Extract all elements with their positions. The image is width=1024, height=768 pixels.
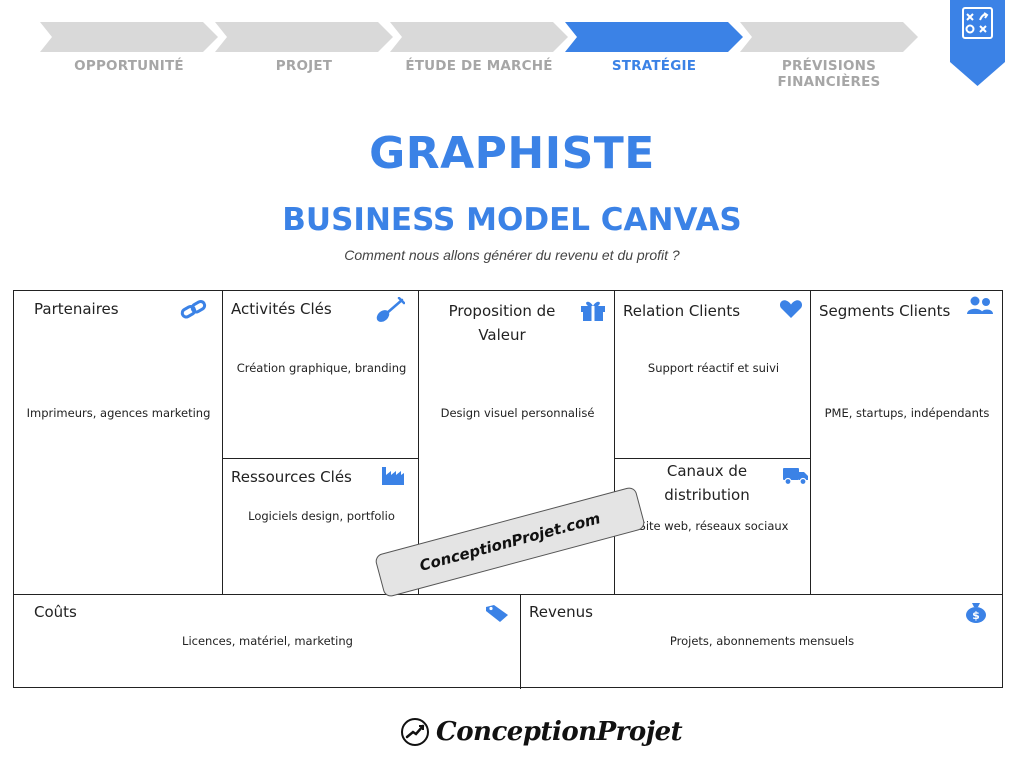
cell-text: Logiciels design, portfolio xyxy=(248,509,395,523)
tag-icon xyxy=(486,605,508,622)
cell-title-line1: Canaux de xyxy=(666,462,748,480)
cell-text: Support réactif et suivi xyxy=(647,361,780,375)
step-etude-de-marche[interactable]: ÉTUDE DE MARCHÉ xyxy=(390,22,568,82)
gift-icon xyxy=(581,301,605,321)
step-arrow-shape xyxy=(390,22,568,52)
step-label: PROJET xyxy=(275,58,333,74)
link-icon xyxy=(180,300,207,319)
step-previsions-financieres[interactable]: PRÉVISIONS FINANCIÈRES xyxy=(740,22,918,90)
cell-title: Partenaires xyxy=(34,300,119,318)
truck-icon xyxy=(783,468,808,485)
progress-steps: OPPORTUNITÉ PROJET ÉTUDE DE MARCHÉ STRAT… xyxy=(40,22,940,90)
page-tagline: Comment nous allons générer du revenu et… xyxy=(344,247,680,263)
cell-text: Création graphique, branding xyxy=(236,361,407,375)
cell-text: Site web, réseaux sociaux xyxy=(638,519,789,533)
step-label: ÉTUDE DE MARCHÉ xyxy=(405,58,553,74)
cell-activites-cles: Activités Clés Création graphique, brand… xyxy=(222,291,419,459)
cell-text: Imprimeurs, agences marketing xyxy=(26,406,211,420)
cell-partenaires: Partenaires Imprimeurs, agences marketin… xyxy=(14,291,223,595)
step-arrow-shape xyxy=(565,22,743,52)
step-strategie[interactable]: STRATÉGIE xyxy=(565,22,743,82)
cell-revenus: Revenus $ Projets, abonnements mensuels xyxy=(520,594,1002,689)
step-opportunite[interactable]: OPPORTUNITÉ xyxy=(40,22,218,82)
cell-title: Activités Clés xyxy=(231,300,332,318)
cell-segments-clients: Segments Clients PME, startups, indépend… xyxy=(810,291,1002,595)
business-model-canvas: Partenaires Imprimeurs, agences marketin… xyxy=(13,290,1003,689)
cell-relation-clients: Relation Clients Support réactif et suiv… xyxy=(614,291,811,459)
cell-couts: Coûts Licences, matériel, marketing xyxy=(14,594,521,689)
logo-text: ConceptionProjet xyxy=(436,717,683,747)
step-label: OPPORTUNITÉ xyxy=(74,58,184,74)
cell-title: Relation Clients xyxy=(623,302,741,320)
cell-proposition-de-valeur: Proposition de Valeur Design visuel pers… xyxy=(418,291,615,595)
step-projet[interactable]: PROJET xyxy=(215,22,393,82)
step-label: PRÉVISIONS FINANCIÈRES xyxy=(777,58,881,90)
cell-text: PME, startups, indépendants xyxy=(824,406,990,420)
cell-title: Coûts xyxy=(34,603,77,621)
users-icon xyxy=(967,296,993,314)
page-subtitle: BUSINESS MODEL CANVAS xyxy=(282,202,742,238)
cell-title: Proposition de Valeur xyxy=(419,299,585,347)
cell-canaux-de-distribution: Canaux de distribution Site web, réseaux… xyxy=(614,458,811,595)
step-arrow-shape xyxy=(740,22,918,52)
step-arrow-shape xyxy=(40,22,218,52)
svg-text:$: $ xyxy=(972,609,980,622)
cell-title: Revenus xyxy=(529,603,593,621)
heart-icon xyxy=(779,300,803,318)
cell-title: Ressources Clés xyxy=(231,468,352,486)
cell-text: Licences, matériel, marketing xyxy=(182,634,353,648)
cell-title: Canaux de distribution xyxy=(615,459,799,507)
strategy-badge xyxy=(950,0,1005,86)
shovel-icon xyxy=(376,297,405,322)
logo-icon xyxy=(401,718,429,746)
step-arrow-shape xyxy=(215,22,393,52)
cell-text: Projets, abonnements mensuels xyxy=(669,634,855,648)
factory-icon xyxy=(382,467,404,485)
step-label: STRATÉGIE xyxy=(611,58,697,74)
cell-title: Segments Clients xyxy=(819,302,951,320)
cell-title-line2: distribution xyxy=(664,486,750,504)
strategy-board-icon xyxy=(962,7,993,39)
cell-title-line1: Proposition de xyxy=(448,302,556,320)
footer-logo: ConceptionProjet xyxy=(400,712,683,752)
page-title: GRAPHISTE xyxy=(369,128,655,179)
money-bag-icon: $ xyxy=(966,603,986,623)
cell-text: Design visuel personnalisé xyxy=(440,406,595,420)
cell-title-line2: Valeur xyxy=(478,326,526,344)
